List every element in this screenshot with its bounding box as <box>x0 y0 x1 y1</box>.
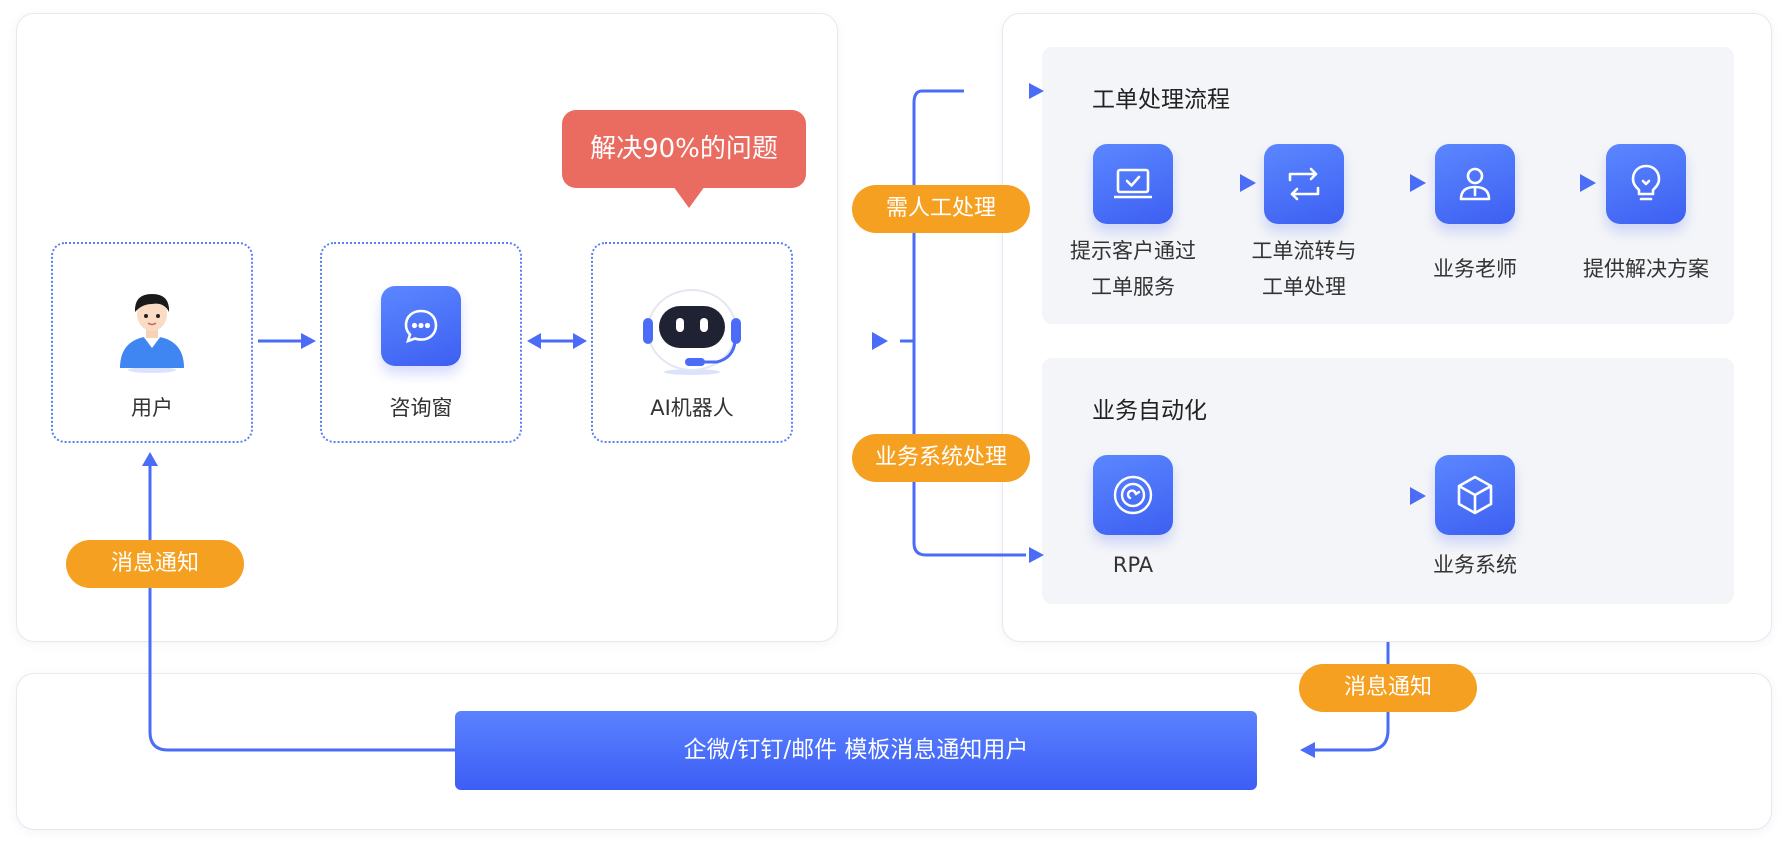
ticket-step-4-line1: 提供解决方案 <box>1583 257 1709 281</box>
robot-icon <box>643 289 741 375</box>
rpa-icon <box>1093 455 1173 535</box>
lightbulb-icon <box>1606 144 1686 224</box>
automation-title: 业务自动化 <box>1092 398 1207 424</box>
person-icon <box>1435 144 1515 224</box>
notify-badge-right: 消息通知 <box>1299 664 1477 712</box>
chat-window-node: 咨询窗 <box>320 242 522 443</box>
transfer-icon <box>1264 144 1344 224</box>
ticket-step-1-line1: 提示客户通过 <box>1070 239 1196 263</box>
manual-handling-badge: 需人工处理 <box>852 185 1030 233</box>
cube-icon <box>1435 455 1515 535</box>
ticket-step-3-label: 业务老师 <box>1385 251 1565 287</box>
ticket-step-1-label: 提示客户通过 工单服务 <box>1043 233 1223 305</box>
laptop-check-icon <box>1093 144 1173 224</box>
ticket-step-1-line2: 工单服务 <box>1091 275 1175 299</box>
system-handling-badge: 业务系统处理 <box>852 434 1030 482</box>
ticket-step-2-line2: 工单处理 <box>1262 275 1346 299</box>
user-avatar-icon <box>120 294 184 373</box>
rpa-label: RPA <box>1112 553 1154 577</box>
ticket-step-3-line1: 业务老师 <box>1433 257 1517 281</box>
ai-robot-node: AI机器人 <box>591 242 793 443</box>
user-node: 用户 <box>51 242 253 443</box>
ai-robot-label: AI机器人 <box>650 396 734 420</box>
chat-bubble-icon <box>381 286 461 366</box>
resolution-rate-bubble: 解决90%的问题 <box>562 110 806 188</box>
user-label: 用户 <box>131 396 173 420</box>
notification-channels-bar: 企微/钉钉/邮件 模板消息通知用户 <box>455 711 1257 790</box>
ticket-flow-title: 工单处理流程 <box>1092 87 1230 113</box>
chat-window-label: 咨询窗 <box>389 396 453 420</box>
bubble-tail <box>673 186 705 208</box>
ticket-step-2-label: 工单流转与 工单处理 <box>1214 233 1394 305</box>
ticket-step-2-line1: 工单流转与 <box>1251 239 1357 263</box>
ticket-step-4-label: 提供解决方案 <box>1556 251 1736 287</box>
business-system-label: 业务系统 <box>1433 553 1517 577</box>
notify-badge-left: 消息通知 <box>66 540 244 588</box>
